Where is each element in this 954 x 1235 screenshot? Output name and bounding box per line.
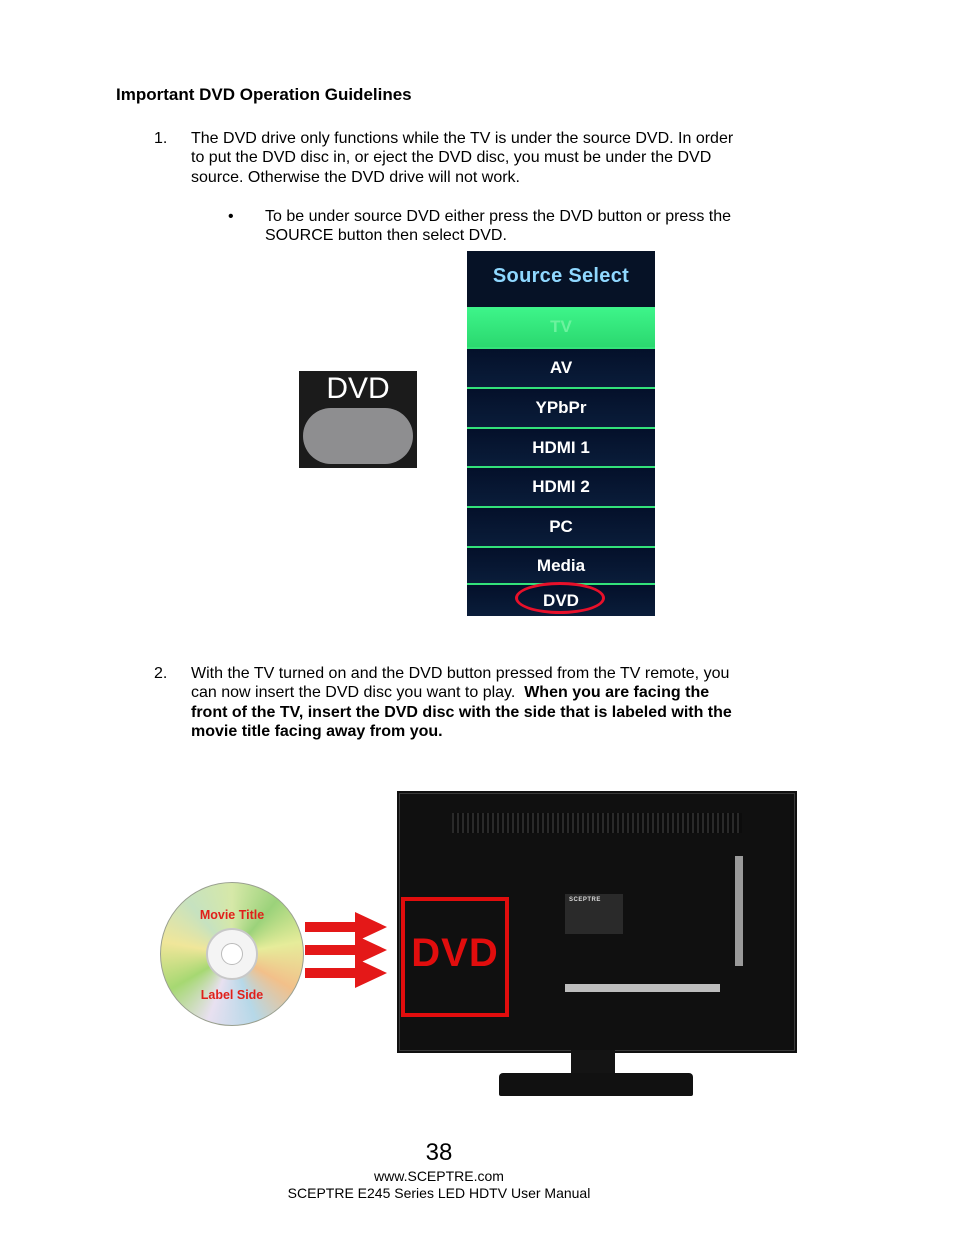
text-line: To be under source DVD either press the … — [265, 208, 732, 225]
remote-dvd-button-image: DVD — [299, 371, 417, 468]
list-number-2: 2. — [154, 665, 168, 682]
arrow-right-icon — [305, 935, 387, 965]
text-bold: When you are facing the — [524, 684, 710, 702]
tv-ports — [565, 984, 720, 992]
page-number: 38 — [425, 1139, 453, 1166]
text-line: source. Otherwise the DVD drive will not… — [191, 168, 520, 186]
remote-button-pill — [303, 408, 413, 464]
text-line-bold: front of the TV, insert the DVD disc wit… — [191, 703, 732, 721]
list-item-2-text: With the TV turned on and the DVD button… — [191, 664, 732, 741]
bullet-text: To be under source DVD either press the … — [265, 207, 731, 246]
menu-item-hdmi2: HDMI 2 — [467, 468, 655, 508]
menu-item-hdmi1: HDMI 1 — [467, 429, 655, 468]
menu-item-media: Media — [467, 548, 655, 585]
menu-item-ypbpr: YPbPr — [467, 389, 655, 429]
tv-side-ports — [735, 856, 743, 966]
text-line: to put the DVD disc in, or eject the DVD… — [191, 149, 712, 167]
list-number-1: 1. — [154, 130, 168, 147]
disc-top-label: Movie Title — [199, 908, 265, 922]
bullet-dot: • — [228, 208, 234, 225]
dvd-slot-label: DVD — [411, 931, 499, 975]
insert-arrows-icon — [305, 912, 387, 988]
dvd-highlight-circle — [515, 582, 605, 614]
text-line: With the TV turned on and the DVD button… — [191, 665, 730, 682]
menu-item-pc: PC — [467, 508, 655, 548]
disc-bottom-label: Label Side — [200, 988, 264, 1002]
footer-website: www.SCEPTRE.com — [374, 1168, 504, 1184]
menu-item-tv: TV — [467, 307, 655, 349]
text-normal: can now insert the DVD disc you want to … — [191, 684, 525, 702]
tv-label-plate: SCEPTRE — [565, 894, 623, 934]
tv-back-image: SCEPTRE DVD — [397, 791, 797, 1053]
remote-dvd-button-label: DVD — [326, 372, 390, 405]
menu-title: Source Select — [492, 265, 630, 287]
tv-brand: SCEPTRE — [569, 897, 601, 903]
menu-item-av: AV — [467, 349, 655, 389]
dvd-slot-highlight-box: DVD — [401, 897, 509, 1017]
arrow-right-icon — [305, 912, 387, 942]
footer-manual-title: SCEPTRE E245 Series LED HDTV User Manual — [287, 1185, 591, 1201]
list-item-1-text: The DVD drive only functions while the T… — [191, 129, 733, 187]
dvd-disc-image: Movie Title Label Side — [160, 882, 304, 1026]
disc-center-hole — [221, 943, 243, 965]
arrow-right-icon — [305, 958, 387, 988]
tv-stand-base — [499, 1073, 693, 1096]
text-line: The DVD drive only functions while the T… — [191, 130, 734, 147]
tv-vent — [452, 813, 742, 833]
text-line-bold: movie title facing away from you. — [191, 722, 443, 740]
section-heading: Important DVD Operation Guidelines — [116, 85, 412, 104]
text-line: can now insert the DVD disc you want to … — [191, 683, 732, 702]
source-select-menu-image: Source Select TV AV YPbPr HDMI 1 HDMI 2 … — [467, 251, 655, 616]
text-line: SOURCE button then select DVD. — [265, 227, 507, 245]
